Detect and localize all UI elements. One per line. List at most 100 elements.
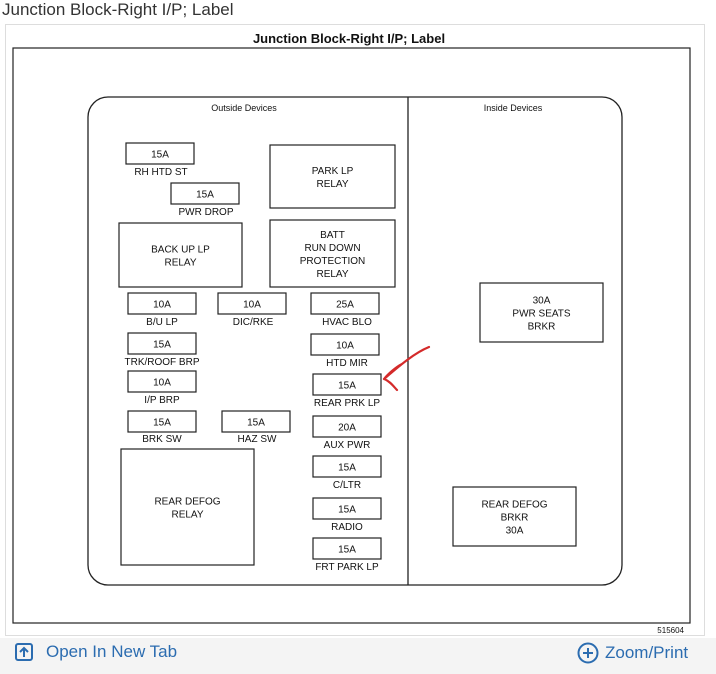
page-title: Junction Block-Right I/P; Label: [2, 0, 234, 19]
fuse-rating: 15A: [338, 463, 356, 474]
fuse-box: [312, 415, 382, 438]
hvac-blo-fuse: 25A HVAC BLO: [310, 292, 380, 328]
relay-text-line: RELAY: [171, 510, 203, 521]
inside-devices-label: Inside Devices: [484, 103, 543, 113]
radio-fuse: 15A RADIO: [312, 497, 382, 533]
rear-prk-lp-fuse: 15A REAR PRK LP: [312, 373, 382, 409]
relay-text-line: BACK UP LP: [151, 245, 210, 256]
junction-block-outline: [87, 96, 623, 586]
open-new-tab-button[interactable]: Open In New Tab: [14, 642, 177, 662]
breaker-text-line: 30A: [533, 296, 551, 307]
fuse-label: RH HTD ST: [134, 167, 187, 178]
fuse-box: [312, 537, 382, 560]
fuse-box: [170, 182, 240, 205]
open-new-tab-icon: [15, 643, 33, 661]
ip-brp-fuse: 10A I/P BRP: [127, 370, 197, 406]
relay-text-line: BATT: [320, 230, 345, 241]
fuse-rating: 15A: [151, 150, 169, 161]
fuse-label: C/LTR: [333, 480, 361, 491]
fuse-box: [312, 373, 382, 396]
fuse-rating: 20A: [338, 423, 356, 434]
fuse-label: HAZ SW: [238, 434, 277, 445]
relay-text-line: RELAY: [164, 258, 196, 269]
dic-rke-fuse: 10A DIC/RKE: [217, 292, 287, 328]
fuse-rating: 10A: [153, 378, 171, 389]
fuse-box: [127, 410, 197, 433]
breaker-box: [452, 486, 577, 547]
open-new-tab-label: Open In New Tab: [46, 642, 178, 661]
fuse-rating: 10A: [243, 300, 261, 311]
fuse-box: [312, 455, 382, 478]
relay-text-line: PARK LP: [312, 166, 354, 177]
fuse-rating: 15A: [153, 418, 171, 429]
diagram-border: [12, 47, 691, 624]
breaker-text-line: BRKR: [501, 513, 529, 524]
pwr-seats-brkr-breaker: 30A PWR SEATS BRKR: [479, 282, 604, 343]
fuse-rating: 10A: [336, 341, 354, 352]
zoom-print-button[interactable]: Zoom/Print: [577, 642, 688, 664]
fuse-rating: 15A: [247, 418, 265, 429]
breaker-text-line: REAR DEFOG: [481, 500, 547, 511]
relay-text-line: RELAY: [316, 179, 348, 190]
fuse-box: [217, 292, 287, 315]
fuse-label: HVAC BLO: [322, 317, 372, 328]
bu-lp-fuse: 10A B/U LP: [127, 292, 197, 328]
fuse-box: [125, 142, 195, 165]
fuse-box: [127, 370, 197, 393]
relay-box: [120, 448, 255, 566]
fuse-box: [127, 332, 197, 355]
fuse-label: PWR DROP: [179, 207, 234, 218]
fuse-box: [127, 292, 197, 315]
fuse-rating: 15A: [338, 505, 356, 516]
fuse-box: [310, 333, 380, 356]
fuse-label: I/P BRP: [144, 395, 180, 406]
fuse-rating: 15A: [338, 381, 356, 392]
c-ltr-fuse: 15A C/LTR: [312, 455, 382, 491]
pwr-drop-fuse: 15A PWR DROP: [170, 182, 240, 218]
fuse-label: B/U LP: [146, 317, 178, 328]
relay-text-line: PROTECTION: [300, 256, 366, 267]
fuse-label: HTD MIR: [326, 358, 368, 369]
park-lp-relay-relay: PARK LP RELAY: [269, 144, 396, 209]
annotation-arrow: [382, 345, 431, 392]
haz-sw-fuse: 15A HAZ SW: [221, 410, 291, 445]
breaker-box: [479, 282, 604, 343]
fuse-rating: 15A: [153, 340, 171, 351]
rh-htd-st-fuse: 15A RH HTD ST: [125, 142, 195, 178]
breaker-text-line: PWR SEATS: [512, 309, 570, 320]
fuse-rating: 10A: [153, 300, 171, 311]
brk-sw-fuse: 15A BRK SW: [127, 410, 197, 445]
outside-devices-label: Outside Devices: [211, 103, 277, 113]
fuse-label: BRK SW: [142, 434, 182, 445]
fuse-label: FRT PARK LP: [315, 562, 379, 573]
fuse-rating: 25A: [336, 300, 354, 311]
back-up-lp-relay-relay: BACK UP LP RELAY: [118, 222, 243, 288]
breaker-text-line: BRKR: [528, 322, 556, 333]
fuse-box: [221, 410, 291, 433]
fuse-rating: 15A: [196, 190, 214, 201]
junction-block-diagram: Junction Block-Right I/P; Label Outside …: [12, 31, 691, 635]
diagram-title: Junction Block-Right I/P; Label: [253, 31, 445, 46]
relay-box: [269, 144, 396, 209]
zoom-plus-icon: [577, 642, 599, 664]
relay-text-line: REAR DEFOG: [154, 497, 220, 508]
fuse-box: [312, 497, 382, 520]
relay-box: [269, 219, 396, 288]
toolbar: Open In New Tab Zoom/Print: [0, 638, 716, 674]
diagram-frame: Junction Block-Right I/P; Label Outside …: [5, 24, 705, 636]
htd-mir-fuse: 10A HTD MIR: [310, 333, 380, 369]
figure-number: 515604: [657, 626, 684, 635]
fuse-label: RADIO: [331, 522, 363, 533]
relay-text-line: RELAY: [316, 269, 348, 280]
fuse-label: DIC/RKE: [233, 317, 274, 328]
fuse-label: REAR PRK LP: [314, 398, 380, 409]
fuse-rating: 15A: [338, 545, 356, 556]
frt-park-lp-fuse: 15A FRT PARK LP: [312, 537, 382, 573]
zoom-print-label: Zoom/Print: [605, 643, 689, 662]
rear-defog-relay-relay: REAR DEFOG RELAY: [120, 448, 255, 566]
